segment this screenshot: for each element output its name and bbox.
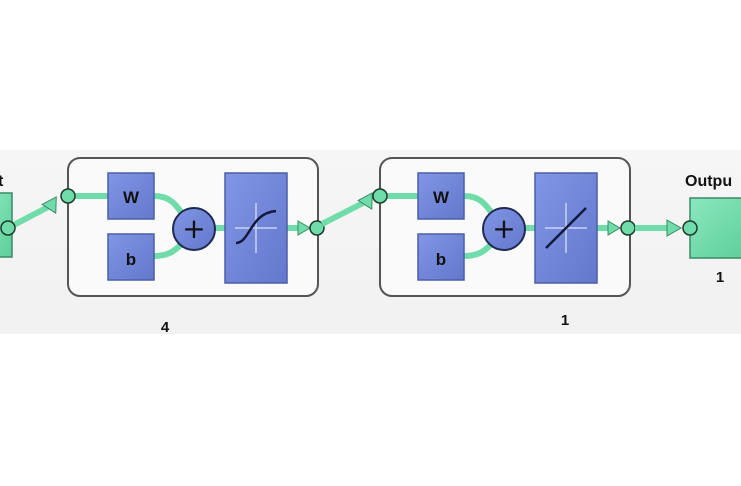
input-label: t: [0, 173, 4, 190]
plus-icon: +: [182, 212, 205, 245]
output-block[interactable]: [682, 197, 741, 259]
output-bias-label: b: [436, 250, 446, 269]
hidden-bias-label: b: [126, 250, 136, 269]
hidden-layer-size: 4: [161, 319, 170, 336]
hidden-transfer-block[interactable]: [224, 172, 288, 284]
output-layer-input-node: [372, 188, 388, 204]
hidden-bias-block[interactable]: b: [107, 233, 155, 281]
output-node: [682, 220, 698, 236]
output-connector: [635, 219, 683, 237]
output-transfer-block[interactable]: [534, 172, 598, 284]
plus-icon: +: [492, 212, 515, 245]
output-layer-output-node: [620, 220, 636, 236]
output-bias-block[interactable]: b: [417, 233, 465, 281]
linear-icon: [545, 207, 587, 249]
output-layer[interactable]: W b +: [372, 157, 636, 297]
output-layer-size: 1: [561, 312, 569, 329]
input-node: [0, 220, 16, 236]
hidden-output-node: [309, 220, 325, 236]
hidden-sum-node[interactable]: +: [172, 207, 216, 251]
hidden-output-connector: [320, 192, 373, 227]
hidden-input-node: [60, 188, 76, 204]
sigmoid-icon: [235, 209, 277, 245]
output-label: Outpu: [685, 173, 732, 190]
output-size: 1: [716, 269, 724, 286]
hidden-weight-block[interactable]: W: [107, 172, 155, 220]
output-sum-node[interactable]: +: [482, 207, 526, 251]
hidden-layer[interactable]: W b +: [60, 157, 325, 297]
output-weight-label: W: [433, 188, 450, 207]
output-weight-block[interactable]: W: [417, 172, 465, 220]
input-connector: [0, 196, 57, 236]
hidden-weight-label: W: [123, 188, 140, 207]
